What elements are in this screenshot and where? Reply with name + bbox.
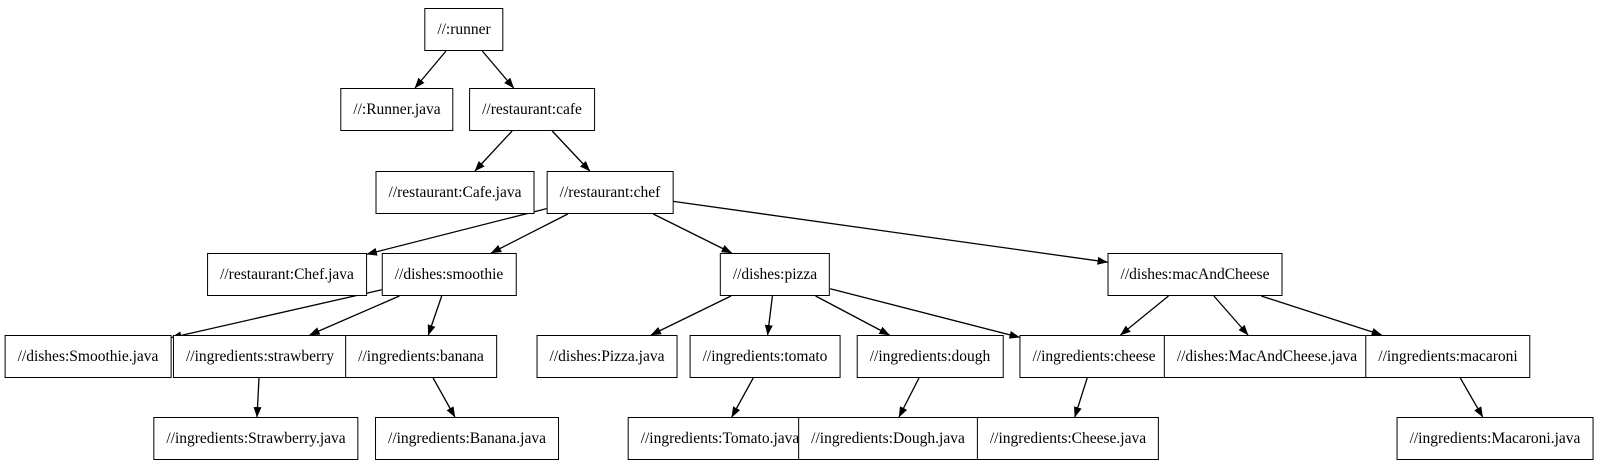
graph-node-tomato-java: //ingredients:Tomato.java — [627, 417, 813, 460]
edge-strawberry-to-strawberry_java — [253, 377, 262, 418]
graph-node-smoothie-java: //dishes:Smoothie.java — [4, 335, 172, 378]
edge-smoothie-to-smoothie_java — [170, 289, 382, 340]
graph-node-tomato: //ingredients:tomato — [689, 335, 841, 378]
graph-node-cafe: //restaurant:cafe — [469, 88, 595, 131]
edge-chef-to-pizza — [653, 213, 733, 254]
edge-pizza-to-cheese — [830, 288, 1020, 339]
graph-node-banana-java: //ingredients:Banana.java — [375, 417, 559, 460]
edge-chef-to-chef_java — [366, 207, 547, 256]
graph-node-chef-java: //restaurant:Chef.java — [207, 253, 367, 296]
edge-pizza-to-tomato — [764, 295, 774, 336]
edge-smoothie-to-banana — [427, 295, 443, 336]
graph-node-cheese: //ingredients:cheese — [1019, 335, 1169, 378]
edge-chef-to-smoothie — [490, 213, 569, 254]
edge-banana-to-banana_java — [432, 377, 456, 418]
graph-node-strawberry-java: //ingredients:Strawberry.java — [153, 417, 359, 460]
edge-tomato-to-tomato_java — [731, 377, 754, 418]
graph-node-dough-java: //ingredients:Dough.java — [798, 417, 978, 460]
graph-node-macandcheese: //dishes:macAndCheese — [1107, 253, 1283, 296]
edge-cafe-to-chef — [551, 130, 591, 172]
graph-node-dough: //ingredients:dough — [856, 335, 1004, 378]
graph-node-smoothie: //dishes:smoothie — [381, 253, 517, 296]
graph-node-cheese-java: //ingredients:Cheese.java — [976, 417, 1160, 460]
graph-node-cafe-java: //restaurant:Cafe.java — [375, 171, 535, 214]
edge-macandcheese-to-macaroni — [1261, 295, 1383, 336]
edge-pizza-to-pizza_java — [650, 295, 732, 336]
edge-macandcheese-to-cheese — [1120, 295, 1169, 336]
edge-dough-to-dough_java — [898, 377, 920, 418]
edge-macaroni-to-macaroni_java — [1459, 377, 1484, 418]
graph-node-macandcheese-java: //dishes:MacAndCheese.java — [1163, 335, 1371, 378]
edge-smoothie-to-strawberry — [309, 295, 400, 336]
graph-node-strawberry: //ingredients:strawberry — [172, 335, 348, 378]
edge-cafe-to-cafe_java — [474, 130, 513, 172]
graph-node-pizza-java: //dishes:Pizza.java — [536, 335, 678, 378]
graph-node-pizza: //dishes:pizza — [719, 253, 831, 296]
edge-macandcheese-to-macandcheese_java — [1213, 295, 1249, 336]
graph-node-macaroni: //ingredients:macaroni — [1365, 335, 1531, 378]
edge-cheese-to-cheese_java — [1074, 377, 1088, 418]
graph-node-chef: //restaurant:chef — [546, 171, 674, 214]
edge-runner-to-runner_java — [414, 50, 447, 89]
graph-node-macaroni-java: //ingredients:Macaroni.java — [1396, 417, 1594, 460]
edge-runner-to-cafe — [481, 50, 515, 89]
edge-chef-to-macandcheese — [673, 200, 1108, 265]
graph-node-banana: //ingredients:banana — [345, 335, 497, 378]
edge-pizza-to-dough — [815, 295, 890, 336]
graph-node-runner-java: //:Runner.java — [340, 88, 454, 131]
graph-node-runner: //:runner — [424, 8, 504, 51]
